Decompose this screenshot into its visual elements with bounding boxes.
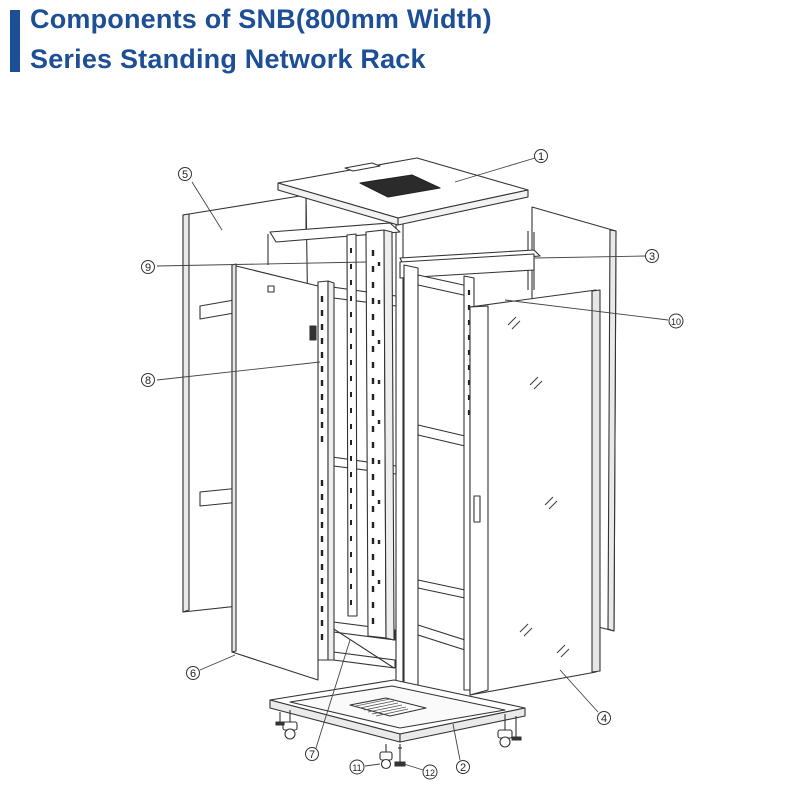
callout-2: 2	[456, 760, 470, 774]
mounting-post-rear-dashes	[371, 250, 381, 624]
svg-text:1: 1	[538, 151, 544, 163]
top-cover	[277, 157, 529, 226]
callout-10: 10	[668, 313, 684, 329]
svg-text:7: 7	[309, 749, 315, 761]
door-left	[231, 263, 319, 681]
rack-base	[269, 679, 526, 743]
front-right-post	[403, 264, 475, 696]
svg-text:12: 12	[425, 768, 435, 778]
caster-right	[497, 714, 522, 748]
svg-text:4: 4	[601, 713, 607, 725]
callout-12: 12	[422, 764, 438, 780]
caster-left	[282, 710, 298, 740]
caster-detail	[379, 744, 393, 770]
rack-frame	[267, 196, 541, 690]
callout-7: 7	[305, 747, 319, 761]
svg-text:6: 6	[190, 668, 196, 680]
callout-1: 1	[534, 149, 548, 163]
leveling-foot-left	[275, 712, 285, 726]
page-title-line-2: Series Standing Network Rack	[30, 44, 426, 74]
svg-text:9: 9	[145, 262, 151, 274]
leveling-foot-detail	[394, 744, 406, 767]
page-title-line-1: Components of SNB(800mm Width)	[30, 4, 492, 34]
svg-text:2: 2	[460, 762, 466, 774]
callout-8: 8	[141, 373, 155, 387]
svg-text:11: 11	[352, 763, 361, 773]
callout-3: 3	[645, 249, 659, 263]
svg-text:3: 3	[649, 251, 655, 263]
callout-4: 4	[597, 711, 611, 725]
callout-9: 9	[141, 260, 155, 274]
callout-6: 6	[186, 666, 200, 680]
mounting-post-front	[317, 280, 335, 661]
mounting-post-rear	[365, 229, 395, 641]
svg-text:8: 8	[145, 375, 151, 387]
title-accent-bar	[10, 10, 20, 72]
leader-lines	[156, 157, 669, 771]
svg-text:10: 10	[671, 317, 681, 327]
svg-text:5: 5	[182, 169, 188, 181]
callout-5: 5	[178, 167, 192, 181]
callout-11: 11	[349, 759, 365, 775]
door-right-glass	[469, 289, 601, 696]
